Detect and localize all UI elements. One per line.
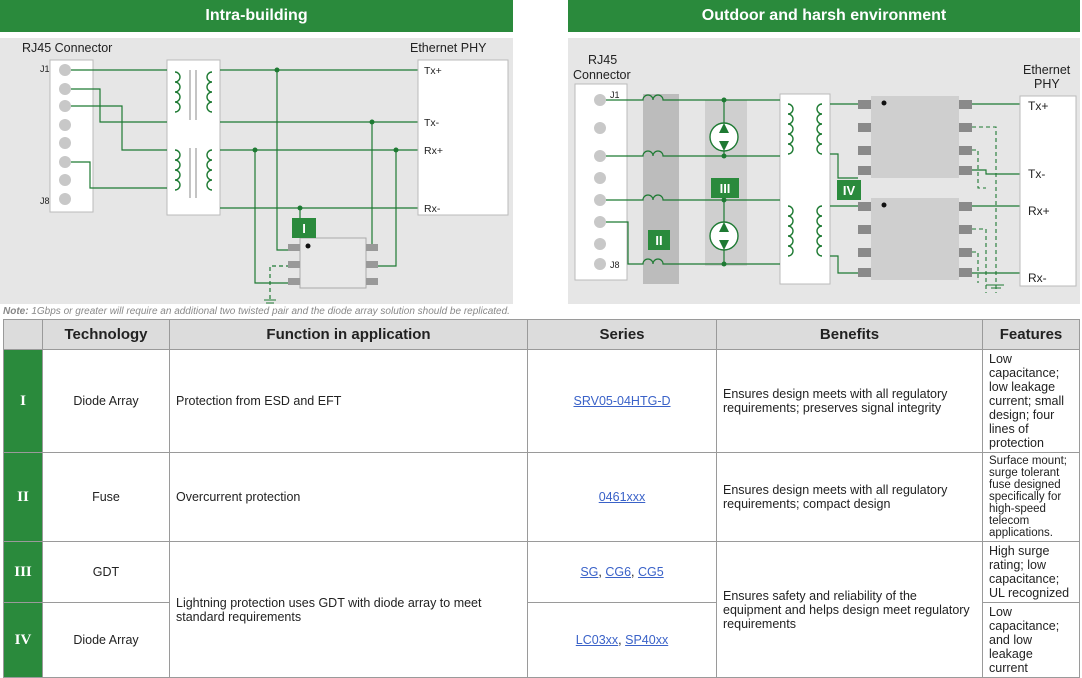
table-row: III GDT Lightning protection uses GDT wi… <box>3 541 1080 678</box>
series-link[interactable]: SG <box>580 565 599 579</box>
signal-rx-minus: Rx- <box>1028 271 1047 285</box>
series-cell: 0461xxx <box>527 452 717 542</box>
footnote-prefix: Note: <box>3 306 29 317</box>
function-cell: Lightning protection uses GDT with diode… <box>169 541 528 678</box>
table-header-row: Technology Function in application Serie… <box>3 319 1080 350</box>
technology-cell: Diode Array <box>42 602 170 678</box>
connector-pin <box>59 64 71 76</box>
features-cell: High surge rating; low capacitance; UL r… <box>982 541 1080 603</box>
footnote-text: 1Gbps or greater will require an additio… <box>28 306 510 317</box>
features-cell: Low capacitance; low leakage current; sm… <box>982 349 1080 453</box>
benefits-cell: Ensures safety and reliability of the eq… <box>716 541 983 678</box>
pin-j8-label: J8 <box>610 260 620 270</box>
connector-pin <box>594 122 606 134</box>
footnote: Note: 1Gbps or greater will require an a… <box>3 306 510 317</box>
series-link[interactable]: LC03xx <box>575 633 619 647</box>
transformer <box>779 93 831 285</box>
header-benefits: Benefits <box>716 319 983 350</box>
rj45-connector <box>49 59 94 213</box>
signal-tx-minus: Tx- <box>1028 167 1045 181</box>
benefits-cell: Ensures design meets with all regulatory… <box>716 349 983 453</box>
marker-ii-label: II <box>655 233 662 248</box>
connector-pin <box>59 193 71 205</box>
connector-label-1: RJ45 <box>588 53 617 67</box>
connector-pin <box>59 100 71 112</box>
signal-tx-plus: Tx+ <box>1028 99 1048 113</box>
connector-pin <box>594 172 606 184</box>
header-series: Series <box>527 319 717 350</box>
marker-iii <box>711 178 739 198</box>
series-link[interactable]: CG6 <box>605 565 632 579</box>
function-cell: Protection from ESD and EFT <box>169 349 528 453</box>
connector-pin <box>594 258 606 270</box>
pin-j1-label: J1 <box>610 90 620 100</box>
connector-pin <box>594 216 606 228</box>
connector-pin <box>59 156 71 168</box>
features-cell: Low capacitance; and low leakage current <box>982 602 1080 678</box>
technology-cell: GDT <box>42 541 170 603</box>
features-cell: Surface mount; surge tolerant fuse desig… <box>982 452 1080 542</box>
pin-j8-label: J8 <box>40 196 50 206</box>
marker-iii-label: III <box>720 181 731 196</box>
connector-pin <box>594 238 606 250</box>
intra-building-title: Intra-building <box>0 0 513 32</box>
connector-pin <box>59 119 71 131</box>
technology-cell: Fuse <box>42 452 170 542</box>
diode-array-chip <box>871 96 959 178</box>
signal-rx-plus: Rx+ <box>424 145 443 157</box>
connector-pin <box>594 94 606 106</box>
phy-label-1: Ethernet <box>1023 63 1071 77</box>
connector-label: RJ45 Connector <box>22 41 112 55</box>
row-number: I <box>3 349 43 453</box>
connector-pin <box>594 194 606 206</box>
phy-label-2: PHY <box>1034 77 1060 91</box>
connector-pin <box>59 174 71 186</box>
diode-array-chip <box>871 198 959 280</box>
connector-pin <box>59 137 71 149</box>
outdoor-title: Outdoor and harsh environment <box>568 0 1080 32</box>
series-link[interactable]: SRV05-04HTG-D <box>573 394 671 408</box>
marker-i <box>292 218 316 238</box>
header-function: Function in application <box>169 319 528 350</box>
outdoor-diagram: RJ45 Connector J1 J8 <box>573 53 1077 293</box>
series-link[interactable]: CG5 <box>637 565 664 579</box>
signal-rx-minus: Rx- <box>424 203 441 215</box>
marker-i-label: I <box>302 221 306 236</box>
connector-label-2: Connector <box>573 68 631 82</box>
series-cell: LC03xx, SP40xx <box>527 602 717 678</box>
ethernet-phy <box>1019 95 1077 287</box>
connector-pin <box>594 150 606 162</box>
row-number: II <box>3 452 43 542</box>
signal-tx-plus: Tx+ <box>424 65 442 77</box>
fuse-block <box>643 94 679 284</box>
table-row: I Diode Array Protection from ESD and EF… <box>3 349 1080 453</box>
header-technology: Technology <box>42 319 170 350</box>
benefits-cell: Ensures design meets with all regulatory… <box>716 452 983 542</box>
phy-label: Ethernet PHY <box>410 41 487 55</box>
row-number: IV <box>3 602 43 678</box>
header-features: Features <box>982 319 1080 350</box>
connector-pin <box>59 83 71 95</box>
transformer <box>166 59 221 216</box>
header-num <box>3 319 43 350</box>
series-link[interactable]: 0461xxx <box>598 490 646 504</box>
marker-iv <box>837 180 861 200</box>
series-cell: SG, CG6, CG5 <box>527 541 717 603</box>
marker-ii <box>648 230 670 250</box>
technology-cell: Diode Array <box>42 349 170 453</box>
pin-j1-label: J1 <box>40 64 50 74</box>
series-cell: SRV05-04HTG-D <box>527 349 717 453</box>
table-row: II Fuse Overcurrent protection 0461xxx E… <box>3 452 1080 542</box>
signal-tx-minus: Tx- <box>424 117 440 129</box>
function-cell: Overcurrent protection <box>169 452 528 542</box>
series-link[interactable]: SP40xx <box>625 633 669 647</box>
solution-table: Technology Function in application Serie… <box>3 319 1080 678</box>
intra-building-diagram: RJ45 Connector J1 J8 <box>22 41 509 304</box>
row-number: III <box>3 541 43 603</box>
signal-rx-plus: Rx+ <box>1028 204 1050 218</box>
marker-iv-label: IV <box>843 183 856 198</box>
ethernet-phy <box>417 59 509 216</box>
